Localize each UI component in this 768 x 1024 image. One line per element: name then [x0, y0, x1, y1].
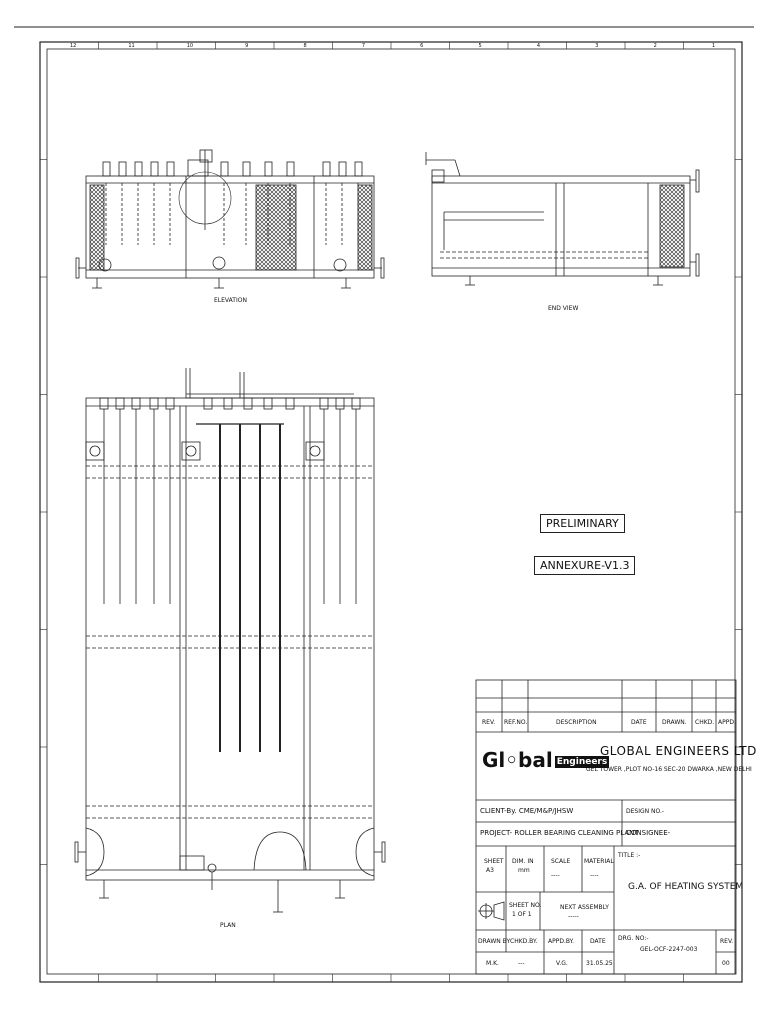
zone-number: 10	[186, 43, 194, 49]
description-header: DESCRIPTION	[556, 719, 597, 726]
sheet-no-label: SHEET NO.	[509, 902, 542, 909]
dim-value: mm	[518, 867, 530, 874]
material-label: MATERIAL	[584, 858, 614, 865]
zone-number: 1	[712, 43, 716, 49]
zone-number: 7	[361, 43, 365, 49]
date-value: 31.05.25	[586, 960, 613, 967]
logo-text: Gl◦bal	[482, 748, 553, 772]
zone-number: 8	[303, 43, 307, 49]
sheet-size-label: SHEET	[484, 858, 504, 865]
project: PROJECT- ROLLER BEARING CLEANING PLANT	[480, 829, 639, 837]
drawing-title: G.A. OF HEATING SYSTEM	[628, 882, 744, 892]
sheet-no-value: 1 OF 1	[512, 911, 532, 918]
sheet-size-value: A3	[486, 867, 494, 874]
next-assembly-label: NEXT ASSEMBLY	[560, 904, 609, 911]
end-view	[425, 152, 700, 286]
end-view-label: END VIEW	[548, 305, 579, 312]
zone-number: 6	[420, 43, 424, 49]
annexure-stamp: ANNEXURE-V1.3	[534, 556, 636, 575]
zone-number: 2	[653, 43, 657, 49]
title-label: TITLE :-	[618, 852, 641, 859]
zone-number: 3	[595, 43, 599, 49]
chkd-by-label: CHKD.BY.	[510, 938, 538, 945]
rev-header: REV.	[482, 719, 496, 726]
plan-view	[74, 368, 386, 913]
date-label: DATE	[590, 938, 606, 945]
rev-value: 00	[722, 960, 730, 967]
company-address: GEL TOWER ,PLOT NO-16 SEC-20 DWARKA ,NEW…	[586, 766, 752, 773]
zone-number: 12	[70, 43, 77, 49]
design-no: DESIGN NO.-	[626, 808, 665, 815]
drawn-by-label: DRAWN BY	[478, 938, 511, 945]
drg-no: GEL-OCF-2247-003	[640, 946, 698, 953]
drg-no-label: DRG. NO:-	[618, 935, 649, 942]
scale-label: SCALE	[551, 858, 571, 865]
consignee: CONSIGNEE-	[626, 829, 671, 837]
scale-value: ----	[551, 872, 560, 879]
drawn-by: M.K.	[486, 960, 499, 967]
date-header: DATE	[631, 719, 647, 726]
appd-by: V.G.	[556, 960, 568, 967]
elevation-view	[75, 149, 385, 289]
plan-label: PLAN	[220, 922, 236, 929]
appd-by-label: APPD.BY.	[548, 938, 575, 945]
zone-number: 11	[128, 43, 135, 49]
title-block	[475, 679, 737, 975]
chkd-by: ---	[518, 960, 525, 967]
dim-label: DIM. IN	[512, 858, 534, 865]
chkd-header: CHKD.	[695, 719, 715, 726]
company-name: GLOBAL ENGINEERS LTD	[600, 744, 757, 758]
logo-sub: Engineers	[554, 755, 610, 768]
appd-header: APPD.	[718, 719, 736, 726]
elevation-label: ELEVATION	[214, 297, 247, 304]
next-assembly-value: -----	[568, 913, 579, 920]
client: CLIENT-By. CME/M&P/JHSW	[480, 807, 574, 815]
zone-number: 9	[245, 43, 249, 49]
zone-number: 5	[478, 43, 482, 49]
rev-label: REV.	[720, 938, 734, 945]
ref-no-header: REF.NO.	[504, 719, 528, 726]
drawn-header: DRAWN.	[662, 719, 687, 726]
zone-number: 4	[536, 43, 541, 49]
preliminary-stamp: PRELIMINARY	[540, 514, 625, 533]
material-value: ----	[590, 872, 599, 879]
